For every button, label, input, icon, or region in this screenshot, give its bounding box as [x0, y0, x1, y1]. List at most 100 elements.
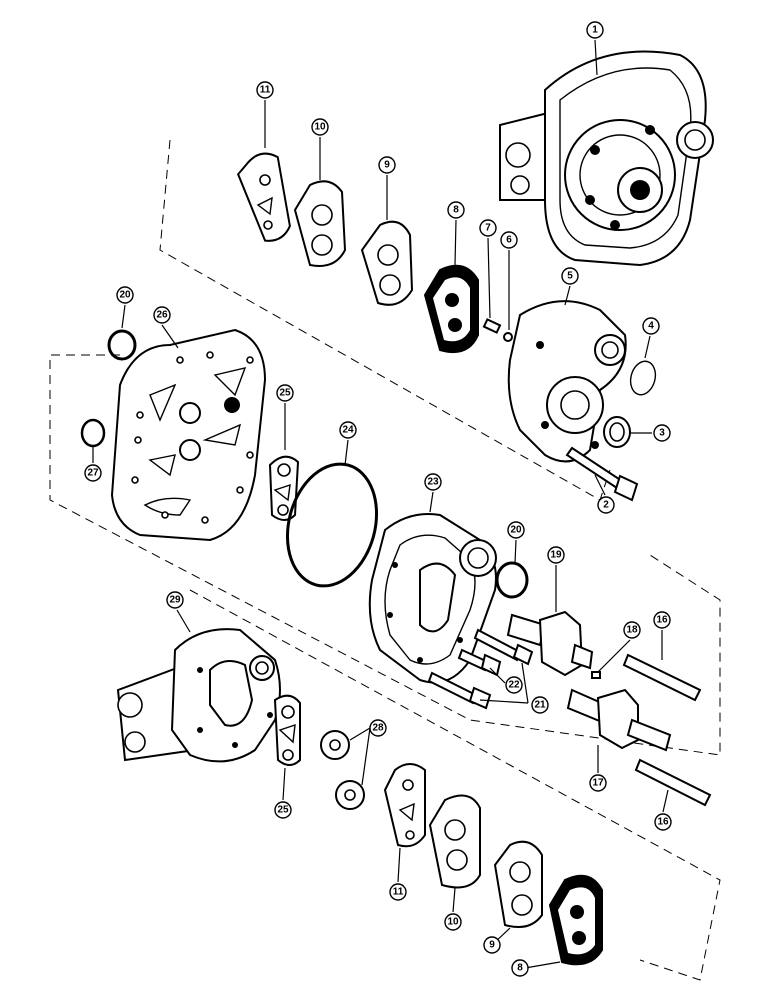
- plate-part-26: [110, 328, 267, 542]
- wear-plate-part-11-upper: [236, 152, 291, 242]
- callout-25-lower: 25: [274, 801, 292, 819]
- svg-text:28: 28: [372, 723, 384, 734]
- pin-part-18: [591, 671, 601, 679]
- svg-text:20: 20: [510, 525, 522, 536]
- svg-text:20: 20: [119, 290, 131, 301]
- svg-text:18: 18: [626, 625, 638, 636]
- svg-text:27: 27: [87, 468, 99, 479]
- callout-16-upper: 16: [653, 611, 671, 629]
- gear-part-28-upper: [320, 730, 350, 760]
- dowel-pin-part-16-upper: [622, 653, 702, 702]
- callout-7: 7: [479, 219, 497, 237]
- callout-11-upper: 11: [256, 81, 274, 99]
- svg-text:1: 1: [592, 25, 598, 36]
- svg-text:29: 29: [169, 595, 181, 606]
- svg-text:19: 19: [550, 550, 562, 561]
- svg-text:9: 9: [489, 940, 495, 951]
- bolt-part-2: [565, 446, 639, 502]
- gasket-part-25-lower: [273, 694, 301, 766]
- callout-4: 4: [642, 317, 660, 335]
- callout-8-lower: 8: [511, 959, 529, 977]
- svg-text:21: 21: [534, 700, 546, 711]
- bolt-part-21-a: [473, 628, 534, 666]
- svg-text:11: 11: [260, 85, 271, 96]
- callout-20-lower: 20: [507, 521, 525, 539]
- callout-9-lower: 9: [483, 936, 501, 954]
- bolt-part-21-b: [427, 671, 492, 710]
- o-ring-part-20-upper: [107, 329, 137, 361]
- gasket-part-10-lower: [428, 794, 481, 889]
- dashed-outline-middle: [49, 354, 721, 756]
- svg-text:10: 10: [314, 122, 326, 133]
- callout-1: 1: [586, 21, 604, 39]
- callout-10-lower: 10: [444, 913, 462, 931]
- callout-27: 27: [84, 464, 102, 482]
- gear-part-28-lower: [335, 780, 365, 810]
- callout-23: 23: [424, 473, 442, 491]
- leader-lines: [92, 39, 669, 969]
- callout-6: 6: [500, 231, 518, 249]
- svg-text:5: 5: [567, 271, 573, 282]
- seal-part-8-upper: [423, 264, 479, 354]
- callout-10-upper: 10: [311, 118, 329, 136]
- callout-16-lower: 16: [654, 813, 672, 831]
- svg-text:25: 25: [277, 805, 289, 816]
- callout-24: 24: [339, 421, 357, 439]
- callout-8-upper: 8: [447, 201, 465, 219]
- ball-part-6: [503, 332, 513, 342]
- seal-part-9-upper: [360, 220, 414, 306]
- gasket-part-10-upper: [293, 180, 347, 267]
- svg-text:11: 11: [393, 887, 404, 898]
- svg-text:8: 8: [517, 963, 523, 974]
- svg-text:4: 4: [648, 321, 654, 332]
- callout-3: 3: [653, 424, 671, 442]
- svg-text:26: 26: [156, 310, 168, 321]
- callout-2: 2: [597, 496, 615, 514]
- svg-text:7: 7: [485, 223, 491, 234]
- dashed-outline-lower: [189, 589, 721, 981]
- spring-part-7: [482, 318, 502, 334]
- svg-text:17: 17: [592, 778, 604, 789]
- o-ring-part-27: [80, 418, 106, 448]
- svg-text:2: 2: [603, 500, 609, 511]
- svg-text:16: 16: [656, 615, 668, 626]
- bolt-part-22: [457, 648, 502, 677]
- svg-text:10: 10: [447, 917, 459, 928]
- gear-housing-part-23: [368, 513, 497, 684]
- back-housing-part-29: [116, 628, 281, 763]
- svg-text:23: 23: [427, 477, 439, 488]
- svg-text:8: 8: [453, 205, 459, 216]
- svg-text:9: 9: [384, 160, 390, 171]
- o-ring-part-20-lower: [495, 561, 529, 599]
- seal-part-8-lower: [548, 874, 603, 966]
- end-cover-part-5: [507, 300, 627, 463]
- drive-gear-part-19: [506, 610, 594, 677]
- callout-17: 17: [589, 774, 607, 792]
- driven-gear-part-17: [566, 688, 672, 752]
- callout-5: 5: [561, 267, 579, 285]
- dowel-pin-part-16-lower: [634, 758, 712, 807]
- svg-text:24: 24: [342, 425, 354, 436]
- pump-body-part-1: [499, 50, 714, 267]
- seal-part-3: [603, 416, 631, 448]
- callout-21: 21: [531, 696, 549, 714]
- svg-text:16: 16: [657, 817, 669, 828]
- callout-22: 22: [505, 676, 523, 694]
- callout-9-upper: 9: [378, 156, 396, 174]
- svg-text:6: 6: [506, 235, 512, 246]
- o-ring-part-24: [285, 462, 379, 588]
- callout-19: 19: [547, 546, 565, 564]
- callout-25-upper: 25: [276, 384, 294, 402]
- o-ring-part-4: [629, 360, 657, 396]
- wear-plate-part-11-lower: [383, 763, 426, 848]
- callout-20-upper: 20: [116, 286, 134, 304]
- callout-11-lower: 11: [389, 883, 407, 901]
- callout-18: 18: [623, 621, 641, 639]
- callout-29: 29: [166, 591, 184, 609]
- callout-28: 28: [369, 719, 387, 737]
- svg-text:22: 22: [508, 680, 520, 691]
- seal-part-9-lower: [493, 840, 543, 928]
- dashed-outline-upper: [159, 139, 611, 501]
- svg-text:25: 25: [279, 388, 291, 399]
